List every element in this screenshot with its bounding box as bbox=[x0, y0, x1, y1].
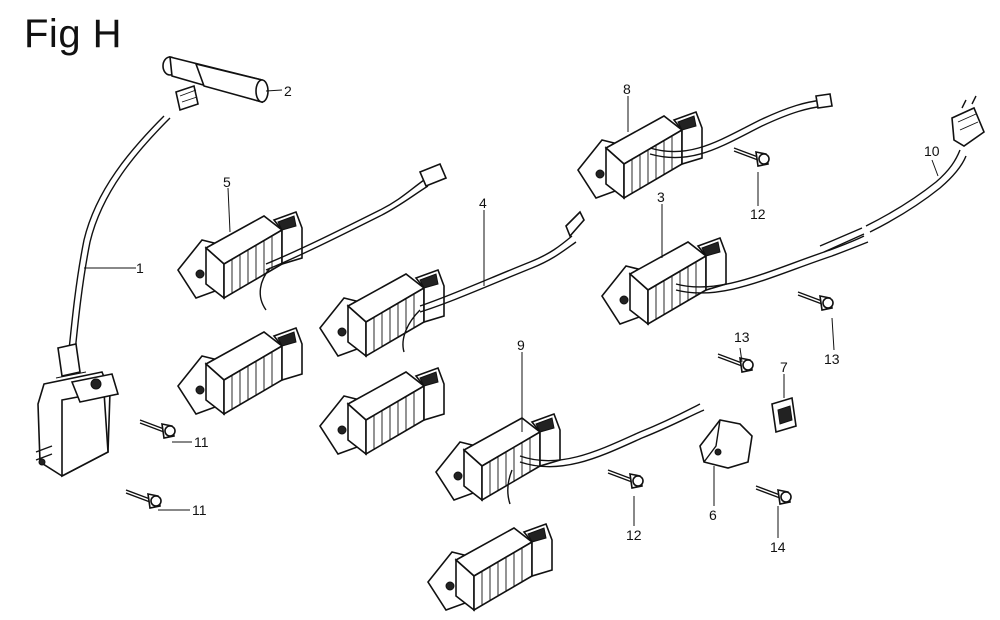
bolt-14 bbox=[755, 485, 792, 505]
bolt-13-middle bbox=[717, 353, 754, 373]
charge-coil-5-lower bbox=[177, 327, 303, 415]
bracket-6 bbox=[699, 419, 753, 469]
exciter-coil-4-lower bbox=[319, 367, 445, 455]
figure-title: Fig H bbox=[24, 12, 123, 56]
callout-13-middle: 13 bbox=[734, 329, 750, 345]
bolt-12-upper bbox=[733, 147, 770, 167]
callout-13-right: 13 bbox=[824, 351, 840, 367]
callout-9: 9 bbox=[517, 337, 525, 353]
callout-5: 5 bbox=[223, 174, 231, 190]
callout-3: 3 bbox=[657, 189, 665, 205]
charge-coil-5 bbox=[177, 162, 448, 311]
callout-7: 7 bbox=[780, 359, 788, 375]
callout-8: 8 bbox=[623, 81, 631, 97]
callout-4: 4 bbox=[479, 195, 487, 211]
callout-6: 6 bbox=[709, 507, 717, 523]
coil-8 bbox=[577, 93, 833, 199]
bolt-13-right bbox=[797, 291, 834, 311]
lead-10 bbox=[865, 95, 985, 233]
leader-lines bbox=[84, 89, 939, 538]
callout-10: 10 bbox=[924, 143, 940, 159]
bolt-12-lower bbox=[607, 469, 644, 489]
callout-1: 1 bbox=[136, 260, 144, 276]
callout-11-lower: 11 bbox=[192, 502, 207, 518]
callout-14: 14 bbox=[770, 539, 786, 555]
bolt-11-lower bbox=[125, 489, 162, 509]
bolt-11-upper bbox=[139, 419, 176, 439]
clip-7 bbox=[771, 396, 797, 434]
coil-9-upper bbox=[435, 403, 705, 505]
spark-plug-cap bbox=[162, 55, 269, 112]
callout-2: 2 bbox=[284, 83, 292, 99]
exciter-coil-4-upper bbox=[319, 210, 585, 357]
callout-11-upper: 11 bbox=[194, 434, 209, 450]
coil-9-lower bbox=[427, 523, 553, 611]
callout-12-upper: 12 bbox=[750, 206, 766, 222]
coil-3 bbox=[601, 227, 869, 325]
ignition-coil-assembly bbox=[35, 115, 171, 478]
callout-labels: 2 1 5 4 8 3 10 9 7 6 11 11 12 12 13 13 1… bbox=[136, 81, 940, 555]
callout-12-lower: 12 bbox=[626, 527, 642, 543]
